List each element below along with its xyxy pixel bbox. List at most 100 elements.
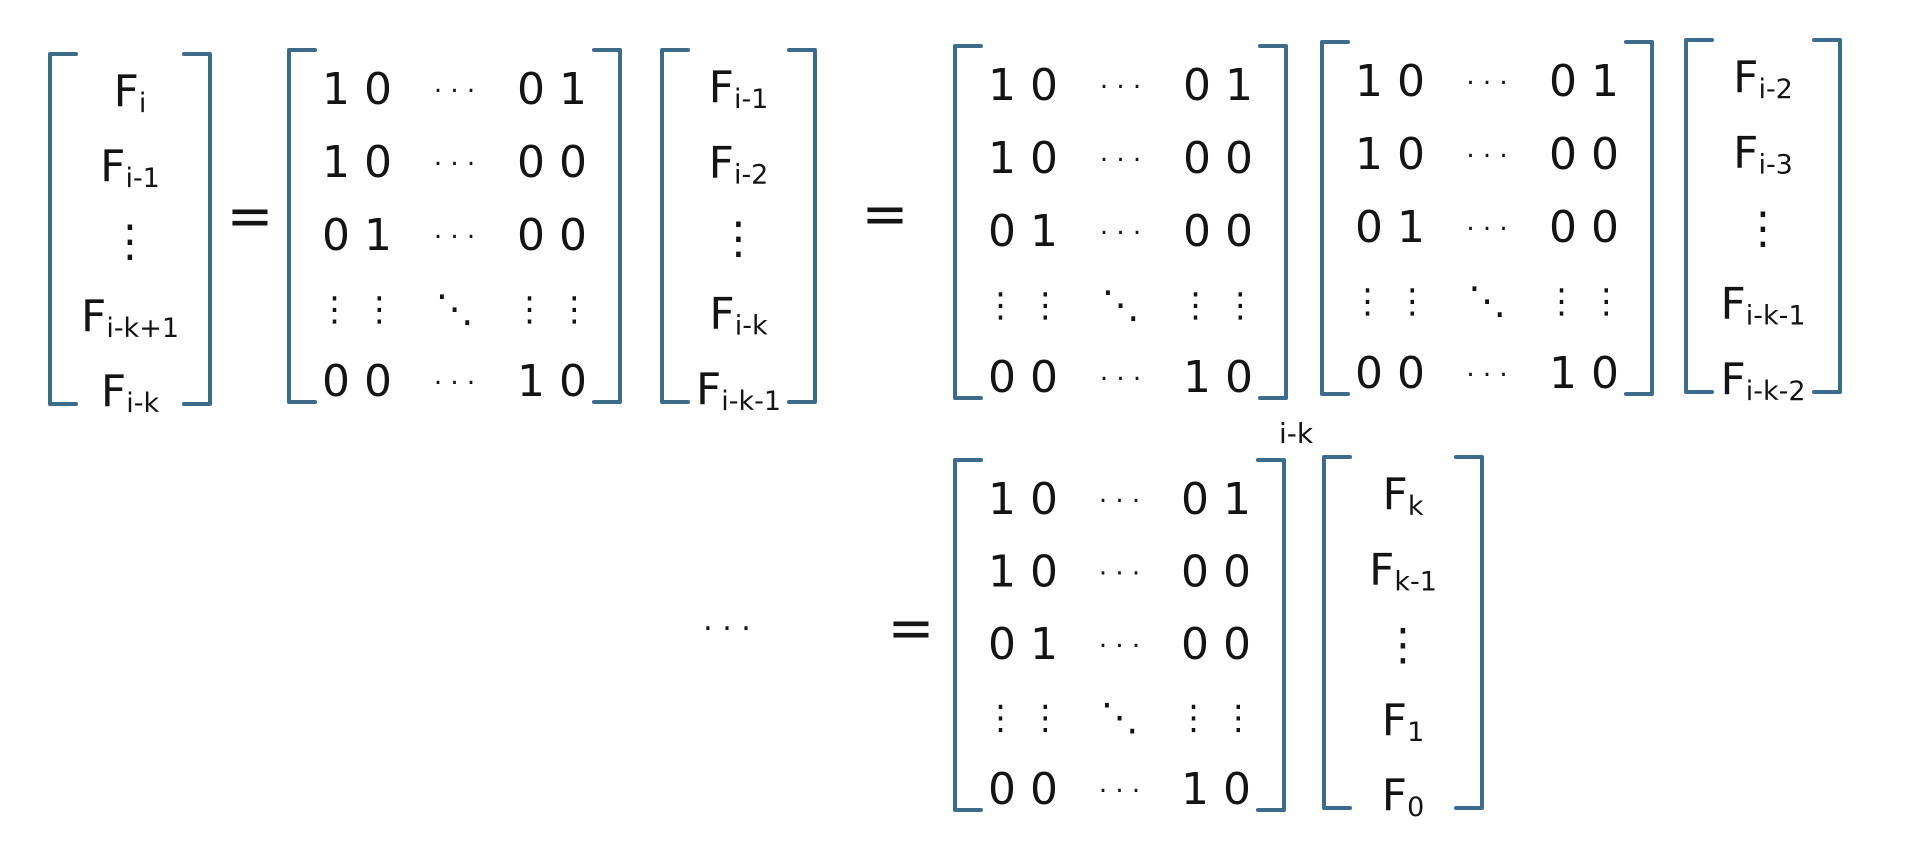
matrix-2-cell: 1 0 — [1183, 352, 1253, 403]
equals-sign: = — [227, 184, 274, 249]
matrix-power-cell: · · · — [1099, 487, 1140, 517]
matrix-2-cell: ⋮ ⋮ — [984, 286, 1063, 326]
matrix-3-cell: ⋮ ⋮ — [1351, 282, 1430, 322]
matrix-3-left-bracket — [1320, 40, 1350, 396]
ellipsis: · · · — [703, 612, 751, 647]
matrix-1-cell: 0 0 — [517, 137, 587, 188]
lhs-vector-entry: Fi-k+1 — [81, 291, 179, 344]
matrix-1-cell: ⋮ ⋮ — [318, 290, 397, 330]
matrix-power-cell: 1 0 — [988, 474, 1058, 525]
matrix-2-cell: 0 1 — [1183, 60, 1253, 111]
matrix-power-right-bracket — [1256, 458, 1286, 812]
matrix-2-cell: 1 0 — [988, 133, 1058, 184]
matrix-2-cell: ⋮ ⋮ — [1179, 286, 1258, 326]
vector-1-left-bracket — [660, 48, 690, 404]
matrix-1-left-bracket — [287, 48, 317, 404]
matrix-power-cell: ⋮ ⋮ — [1177, 698, 1256, 738]
matrix-power-cell: 0 0 — [988, 764, 1058, 815]
matrix-2-right-bracket — [1258, 44, 1288, 400]
lhs-vector-entry: Fi-k — [101, 366, 160, 419]
matrix-power-cell: 0 1 — [988, 619, 1058, 670]
matrix-1-right-bracket — [592, 48, 622, 404]
matrix-2-cell: · · · — [1100, 365, 1141, 395]
matrix-2-cell: 0 0 — [1183, 206, 1253, 257]
vector-1-right-bracket — [787, 48, 817, 404]
matrix-1-cell: 0 0 — [517, 210, 587, 261]
vector-1-entry: Fi-k — [709, 289, 768, 342]
vector-base-entry: F0 — [1382, 770, 1425, 823]
matrix-3-cell: 0 1 — [1355, 202, 1425, 253]
vector-2-entry: Fi-k-2 — [1720, 354, 1805, 407]
matrix-1-cell: · · · — [434, 223, 475, 253]
lhs-vector-entry: Fi-1 — [100, 141, 160, 194]
matrix-3-right-bracket — [1624, 40, 1654, 396]
matrix-1-cell: 0 0 — [322, 356, 392, 407]
lhs-vector-right-bracket — [182, 52, 212, 406]
matrix-2-cell: 0 0 — [988, 352, 1058, 403]
matrix-3-cell: ⋮ ⋮ — [1545, 282, 1624, 322]
matrix-power-cell: 1 0 — [1181, 764, 1251, 815]
vector-base-entry: Fk-1 — [1369, 544, 1437, 597]
matrix-power-cell: 1 0 — [988, 547, 1058, 598]
vector-2-entry: Fi-3 — [1733, 128, 1793, 181]
matrix-2-cell: · · · — [1100, 146, 1141, 176]
lhs-vector-entry: ⋮ — [108, 216, 152, 267]
lhs-vector-entry: Fi — [114, 66, 147, 119]
matrix-1-cell: · · · — [434, 150, 475, 180]
matrix-3-cell: · · · — [1466, 361, 1507, 391]
matrix-1-cell: 1 0 — [517, 356, 587, 407]
matrix-2-left-bracket — [953, 44, 983, 400]
matrix-2-cell: 0 0 — [1183, 133, 1253, 184]
matrix-3-cell: · · · — [1466, 69, 1507, 99]
vector-base-right-bracket — [1454, 455, 1484, 810]
matrix-3-cell: 0 0 — [1549, 129, 1619, 180]
equals-sign: = — [862, 182, 909, 247]
matrix-3-cell: · · · — [1466, 215, 1507, 245]
vector-1-entry: Fi-1 — [709, 62, 769, 115]
matrix-power-cell: · · · — [1099, 632, 1140, 662]
matrix-1-cell: ⋱ — [436, 287, 474, 331]
matrix-power-cell: 0 0 — [1181, 619, 1251, 670]
matrix-power-left-bracket — [953, 458, 983, 812]
matrix-3-cell: 1 0 — [1355, 129, 1425, 180]
vector-2-right-bracket — [1812, 38, 1842, 394]
matrix-2-cell: 0 1 — [988, 206, 1058, 257]
matrix-1-cell: ⋮ ⋮ — [513, 290, 592, 330]
matrix-3-cell: ⋱ — [1468, 279, 1506, 323]
vector-base-entry: ⋮ — [1381, 620, 1425, 671]
matrix-2-cell: 1 0 — [988, 60, 1058, 111]
matrix-power-cell: ⋮ ⋮ — [984, 698, 1063, 738]
matrix-power-cell: 0 1 — [1181, 474, 1251, 525]
vector-2-entry: ⋮ — [1741, 203, 1785, 254]
matrix-1-cell: 1 0 — [322, 137, 392, 188]
matrix-power-cell: ⋱ — [1101, 695, 1139, 739]
vector-base-left-bracket — [1322, 455, 1352, 810]
vector-2-entry: Fi-2 — [1733, 52, 1793, 105]
matrix-2-cell: ⋱ — [1102, 283, 1140, 327]
vector-1-entry: Fi-k-1 — [696, 364, 781, 417]
matrix-1-cell: 0 1 — [517, 64, 587, 115]
vector-1-entry: ⋮ — [717, 213, 761, 264]
vector-1-entry: Fi-2 — [709, 138, 769, 191]
matrix-3-cell: 0 0 — [1549, 202, 1619, 253]
vector-base-entry: F1 — [1382, 695, 1425, 748]
vector-2-left-bracket — [1684, 38, 1714, 394]
matrix-1-cell: · · · — [434, 369, 475, 399]
matrix-2-cell: · · · — [1100, 73, 1141, 103]
vector-base-entry: Fk — [1383, 469, 1424, 522]
matrix-2-cell: · · · — [1100, 219, 1141, 249]
matrix-3-cell: 0 1 — [1549, 56, 1619, 107]
vector-2-entry: Fi-k-1 — [1720, 279, 1805, 332]
matrix-1-cell: 0 1 — [322, 210, 392, 261]
matrix-power-cell: · · · — [1099, 777, 1140, 807]
matrix-3-cell: 0 0 — [1355, 348, 1425, 399]
matrix-power-cell: 0 0 — [1181, 547, 1251, 598]
matrix-1-cell: · · · — [434, 77, 475, 107]
matrix-3-cell: 1 0 — [1549, 348, 1619, 399]
equals-sign: = — [888, 596, 935, 661]
matrix-power-cell: · · · — [1099, 559, 1140, 589]
matrix-3-cell: · · · — [1466, 142, 1507, 172]
matrix-3-cell: 1 0 — [1355, 56, 1425, 107]
matrix-1-cell: 1 0 — [322, 64, 392, 115]
